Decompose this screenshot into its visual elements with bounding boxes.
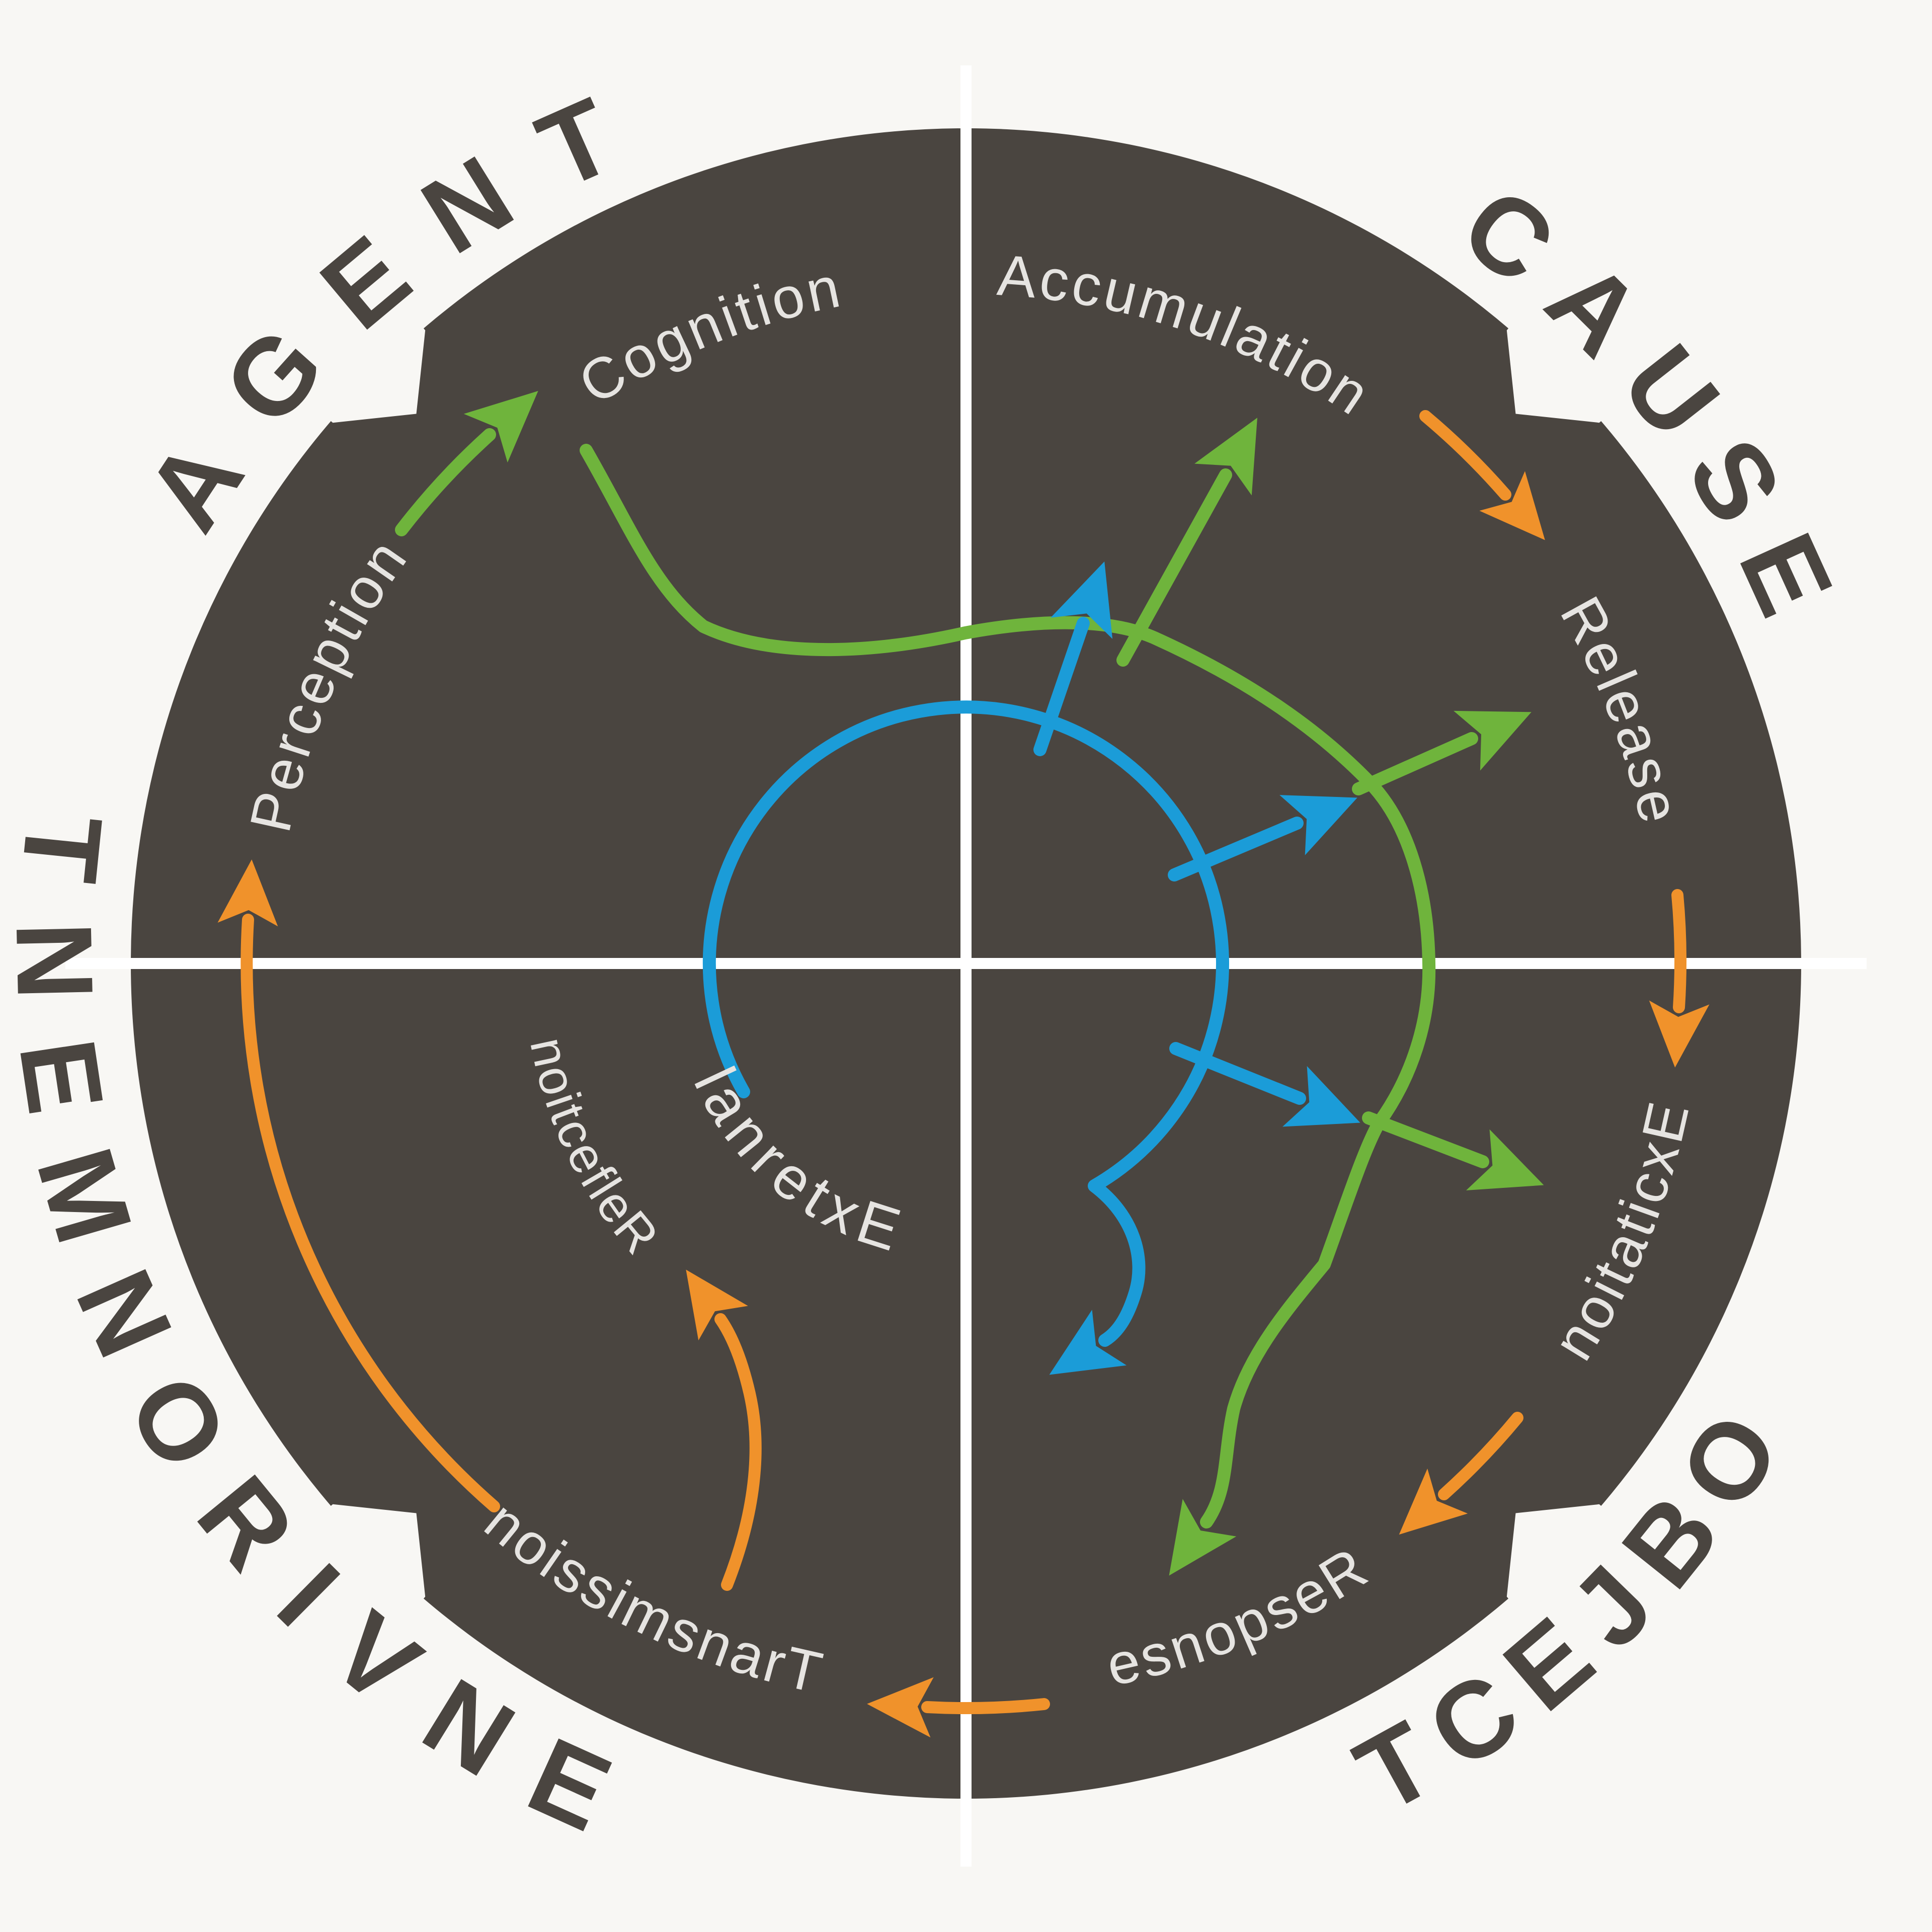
blue-arrow-to-release	[1168, 795, 1357, 881]
notch	[1506, 1504, 1655, 1652]
green-spiral-cognition-to-response	[580, 444, 1436, 1576]
green-arrow-to-excitation	[1362, 1111, 1544, 1190]
orange-arrow-transmission-to-perception	[217, 859, 500, 1512]
notch	[277, 1504, 426, 1652]
orange-arrow-release-to-excitation	[1649, 889, 1710, 1068]
blue-arrow-to-accumulation	[1033, 561, 1113, 756]
orange-arrow-excitation-to-response	[1399, 1412, 1523, 1535]
blue-arrow-to-excitation	[1169, 1042, 1360, 1127]
blue-external-circle-with-arrow-to-response	[702, 700, 1229, 1375]
notch	[1506, 275, 1655, 423]
orange-arrow-transmission-to-reflection	[686, 1269, 762, 1591]
notch	[277, 275, 426, 423]
orange-arrow-accumulation-to-release	[1419, 410, 1545, 540]
notches	[277, 275, 1655, 1652]
green-arrow-to-accumulation	[1116, 418, 1258, 667]
green-arrow-to-release	[1352, 710, 1532, 795]
green-arrow-perception-to-cognition	[395, 391, 538, 536]
orange-arrow-response-to-transmission	[867, 1677, 1050, 1738]
